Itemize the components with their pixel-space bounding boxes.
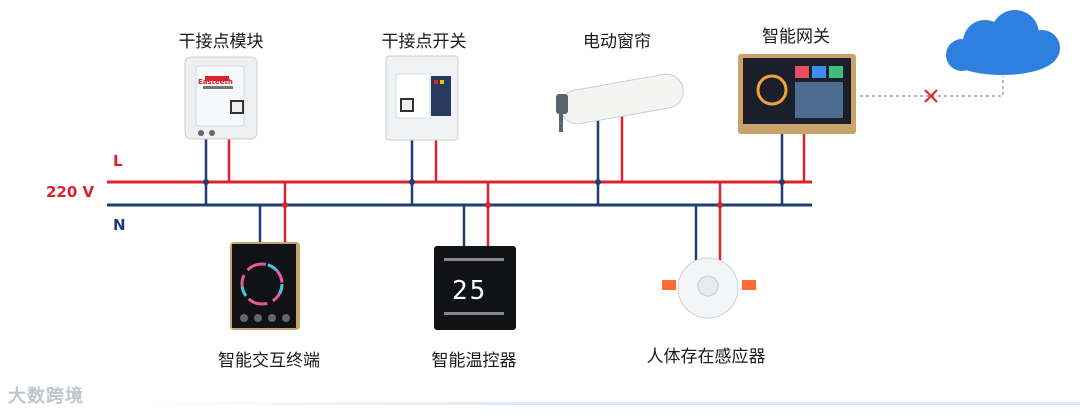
voltage-label: 220 V	[46, 183, 95, 201]
smart-terminal-label: 智能交互终端	[218, 351, 320, 371]
dry-contact-module-device	[184, 56, 258, 140]
junction	[409, 179, 415, 185]
dry-contact-switch-device	[385, 55, 459, 141]
neutral-rail-label: N	[113, 216, 126, 234]
presence-sensor-label: 人体存在感应器	[646, 347, 766, 367]
dry-contact-switch-label: 干接点开关	[381, 32, 467, 52]
dry-contact-module-label: 干接点模块	[178, 32, 264, 52]
cloud-icon	[946, 10, 1060, 75]
smart-terminal-device	[230, 242, 300, 330]
junction	[203, 179, 209, 185]
x-mark-icon	[924, 89, 938, 103]
thermostat-display: 25	[452, 276, 488, 306]
junction	[595, 179, 601, 185]
cloud-link	[860, 76, 1004, 97]
watermark: 大数跨境	[8, 386, 84, 407]
live-rail-label: L	[113, 152, 123, 170]
smart-thermostat-device	[434, 246, 516, 330]
electric-curtain-label: 电动窗帘	[583, 32, 651, 52]
junction	[779, 179, 785, 185]
smart-gateway-device	[738, 54, 856, 134]
junction	[282, 202, 288, 208]
electric-curtain-device	[556, 73, 684, 132]
presence-sensor-device	[662, 257, 756, 319]
smart-gateway-label: 智能网关	[762, 27, 830, 47]
bottom-divider	[150, 402, 1080, 405]
smart-thermostat-label: 智能温控器	[431, 351, 517, 371]
junction	[717, 202, 723, 208]
module-brand: Easteeth	[198, 78, 233, 86]
junction	[485, 202, 491, 208]
